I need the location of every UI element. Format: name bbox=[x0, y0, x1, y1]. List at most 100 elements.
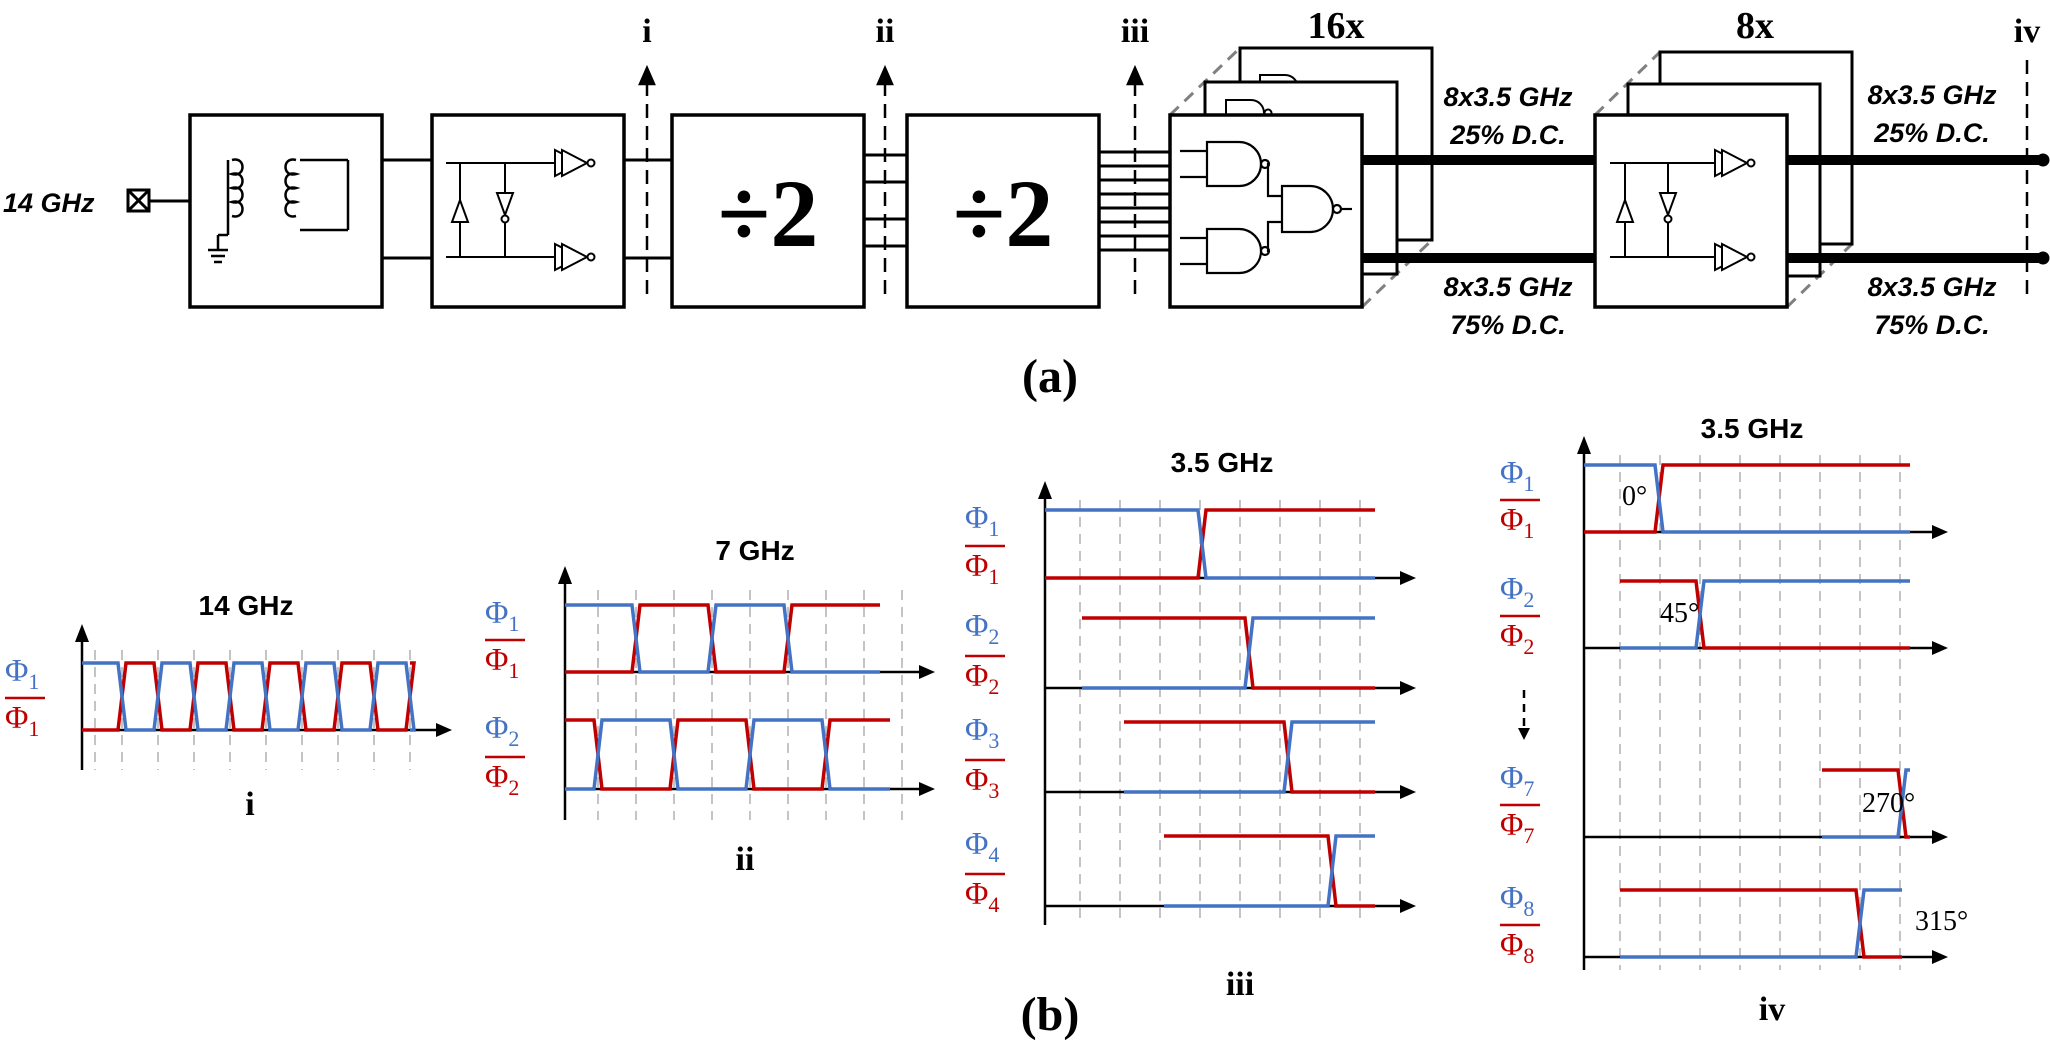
phi-bar-label: Φ2 bbox=[965, 657, 999, 699]
phi-bar-waveform bbox=[1124, 720, 1375, 794]
probe-label-ii: ii bbox=[876, 13, 895, 50]
phi-label: Φ3 bbox=[965, 711, 999, 753]
x-axis-arrow bbox=[1400, 899, 1416, 913]
signal-label-top-2a: 8x3.5 GHz bbox=[1867, 80, 1997, 110]
phi-bar-label: Φ7 bbox=[1500, 806, 1534, 848]
phi-label: Φ4 bbox=[965, 825, 999, 867]
balun-block bbox=[188, 113, 384, 309]
panel-label-iii: iii bbox=[1226, 966, 1254, 1003]
x-axis-arrow bbox=[919, 782, 935, 796]
panel-label-i: i bbox=[245, 786, 254, 823]
phi-bar-waveform bbox=[82, 661, 416, 732]
probe-label-iv: iv bbox=[2014, 13, 2040, 50]
panel-title-iii: 3.5 GHz bbox=[1171, 447, 1274, 478]
phi-waveform bbox=[1045, 508, 1375, 580]
phi-waveform bbox=[1082, 616, 1375, 690]
phi-label: Φ1 bbox=[485, 594, 519, 636]
phi-label: Φ1 bbox=[965, 499, 999, 541]
divider-1-label: ÷2 bbox=[718, 160, 819, 267]
phi-waveform bbox=[1124, 720, 1375, 794]
x-axis-arrow bbox=[1932, 950, 1948, 964]
phase-label: 270° bbox=[1862, 788, 1915, 819]
phi-bar-label: Φ1 bbox=[5, 699, 39, 741]
y-axis-arrow bbox=[1577, 436, 1591, 454]
divider-block-1 bbox=[670, 113, 866, 309]
signal-label-bot-1b: 75% D.C. bbox=[1450, 310, 1566, 340]
multiplier-16x-label: 16x bbox=[1308, 5, 1365, 47]
x-axis-arrow bbox=[1400, 571, 1416, 585]
phi-label: Φ1 bbox=[1500, 454, 1534, 496]
panel-title-ii: 7 GHz bbox=[715, 535, 794, 566]
phi-bar-label: Φ1 bbox=[1500, 501, 1534, 543]
phi-waveform bbox=[565, 603, 880, 674]
phi-label: Φ7 bbox=[1500, 759, 1534, 801]
y-axis-arrow bbox=[75, 624, 89, 642]
divider-2-label: ÷2 bbox=[953, 160, 1054, 267]
continuation-arrow-head bbox=[1518, 728, 1530, 740]
nand-logic-stack bbox=[1168, 46, 1434, 309]
x-axis-arrow bbox=[919, 665, 935, 679]
phi-label: Φ8 bbox=[1500, 879, 1534, 921]
x-axis-arrow bbox=[1400, 681, 1416, 695]
phi-bar-waveform bbox=[1082, 616, 1375, 690]
block-diagram: 14 GHz bbox=[3, 5, 2050, 403]
phi-waveform bbox=[1584, 463, 1910, 534]
phi-bar-label: Φ1 bbox=[485, 641, 519, 683]
phi-bar-waveform bbox=[1164, 834, 1375, 908]
phi-bar-label: Φ4 bbox=[965, 875, 999, 917]
phase-label: 0° bbox=[1622, 481, 1647, 512]
x-axis-arrow bbox=[1400, 785, 1416, 799]
panel-label-ii: ii bbox=[736, 841, 755, 878]
phi-bar-waveform bbox=[1045, 508, 1375, 580]
output-buffer-icon bbox=[1610, 148, 1756, 272]
transformer-icon bbox=[208, 158, 350, 264]
phi-bar-label: Φ1 bbox=[965, 547, 999, 589]
phi-waveform bbox=[82, 661, 416, 732]
phi-bar-label: Φ2 bbox=[485, 758, 519, 800]
signal-label-top-1a: 8x3.5 GHz bbox=[1443, 82, 1573, 112]
x-axis-arrow bbox=[1932, 830, 1948, 844]
y-axis-arrow bbox=[1038, 481, 1052, 499]
multiplier-8x-label: 8x bbox=[1736, 5, 1774, 47]
phi-label: Φ2 bbox=[1500, 570, 1534, 612]
caption-b: (b) bbox=[1021, 988, 1080, 1041]
phi-label: Φ2 bbox=[965, 607, 999, 649]
phi-waveform bbox=[1620, 888, 1902, 959]
phi-label: Φ1 bbox=[5, 652, 39, 694]
phi-bar-waveform bbox=[565, 603, 880, 674]
phi-label: Φ2 bbox=[485, 709, 519, 751]
panel-title-iv: 3.5 GHz bbox=[1701, 413, 1804, 444]
x-axis-arrow bbox=[436, 723, 452, 737]
phi-bar-waveform bbox=[565, 718, 890, 791]
buffer-stack bbox=[1593, 50, 1854, 309]
phi-bar-label: Φ2 bbox=[1500, 617, 1534, 659]
panel-title-i: 14 GHz bbox=[199, 590, 294, 621]
signal-label-top-1b: 25% D.C. bbox=[1449, 120, 1566, 150]
x-axis-arrow bbox=[1932, 525, 1948, 539]
input-frequency-label: 14 GHz bbox=[3, 188, 95, 218]
input-pad-icon bbox=[126, 188, 151, 213]
probe-label-i: i bbox=[642, 13, 651, 50]
nand-gate-icon bbox=[1180, 140, 1352, 275]
phi-waveform bbox=[1620, 579, 1910, 650]
signal-label-bot-2b: 75% D.C. bbox=[1874, 310, 1990, 340]
probe-label-iii: iii bbox=[1121, 13, 1149, 50]
signal-label-top-2b: 25% D.C. bbox=[1873, 118, 1990, 148]
